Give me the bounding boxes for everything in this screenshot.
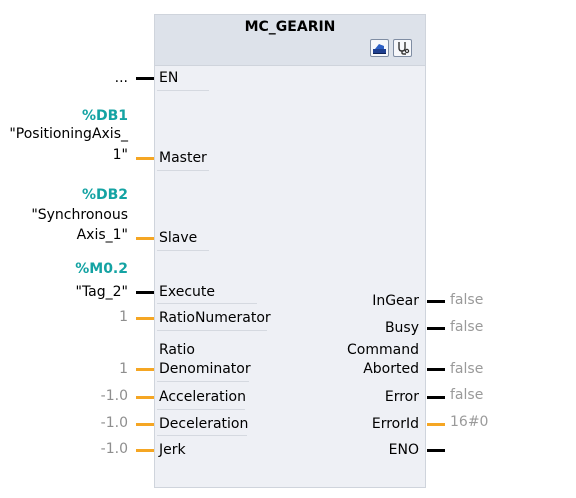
jerk-value[interactable]: -1.0: [100, 441, 128, 457]
deceleration-pin: Deceleration: [159, 416, 249, 432]
in-gear-value[interactable]: false: [450, 292, 484, 308]
jerk-pin: Jerk: [159, 442, 186, 458]
eno-pin: ENO: [388, 442, 419, 458]
master-operand[interactable]: %DB1: [81, 108, 128, 124]
divider: [157, 330, 267, 331]
slave-tag-line1[interactable]: "Synchronous: [31, 207, 128, 223]
execute-pin: Execute: [159, 284, 215, 300]
busy-wire: [427, 327, 445, 330]
master-pin: Master: [159, 150, 207, 166]
divider: [157, 381, 249, 382]
ratio-denominator-value[interactable]: 1: [119, 361, 128, 377]
acceleration-pin: Acceleration: [159, 389, 246, 405]
acceleration-value[interactable]: -1.0: [100, 388, 128, 404]
slave-wire: [136, 237, 154, 240]
in-gear-pin: InGear: [372, 293, 419, 309]
ratio-denominator-pin-line2: Denominator: [159, 361, 251, 377]
en-value[interactable]: ...: [114, 70, 128, 86]
master-wire: [136, 157, 154, 160]
command-aborted-wire: [427, 368, 445, 371]
command-aborted-pin-line2: Aborted: [363, 361, 419, 377]
in-gear-wire: [427, 300, 445, 303]
ratio-denominator-wire: [136, 368, 154, 371]
axis-icon[interactable]: [370, 39, 389, 57]
master-tag-line2[interactable]: 1": [112, 147, 128, 163]
execute-tag[interactable]: "Tag_2": [75, 284, 129, 300]
block-title: MC_GEARIN: [244, 19, 336, 35]
error-id-pin: ErrorId: [371, 416, 419, 432]
ratio-numerator-wire: [136, 317, 154, 320]
deceleration-value[interactable]: -1.0: [100, 415, 128, 431]
busy-value[interactable]: false: [450, 319, 484, 335]
divider: [157, 303, 257, 304]
command-aborted-value[interactable]: false: [450, 361, 484, 377]
ratio-numerator-pin: RatioNumerator: [159, 310, 271, 326]
eno-wire: [427, 449, 445, 452]
ratio-numerator-value[interactable]: 1: [119, 309, 128, 325]
divider: [157, 90, 209, 91]
execute-wire: [136, 291, 154, 294]
divider: [157, 170, 209, 171]
busy-pin: Busy: [384, 320, 419, 336]
slave-tag-line2[interactable]: Axis_1": [76, 227, 128, 243]
divider: [157, 409, 245, 410]
command-aborted-pin-line1: Command: [347, 342, 419, 358]
jerk-wire: [136, 449, 154, 452]
error-value[interactable]: false: [450, 387, 484, 403]
divider: [157, 435, 247, 436]
master-tag-line1[interactable]: "PositioningAxis_: [9, 126, 128, 142]
deceleration-wire: [136, 423, 154, 426]
error-id-wire: [427, 423, 445, 426]
slave-operand[interactable]: %DB2: [81, 187, 128, 203]
error-id-value[interactable]: 16#0: [450, 414, 489, 430]
block-header: MC_GEARIN: [155, 15, 425, 66]
en-pin: EN: [159, 70, 179, 86]
acceleration-wire: [136, 396, 154, 399]
slave-pin: Slave: [159, 230, 198, 246]
en-wire: [136, 77, 154, 80]
ratio-denominator-pin-line1: Ratio: [159, 342, 195, 358]
diagnostics-icon[interactable]: [393, 39, 412, 57]
error-wire: [427, 396, 445, 399]
divider: [157, 250, 209, 251]
execute-operand[interactable]: %M0.2: [75, 261, 128, 277]
error-pin: Error: [384, 389, 419, 405]
